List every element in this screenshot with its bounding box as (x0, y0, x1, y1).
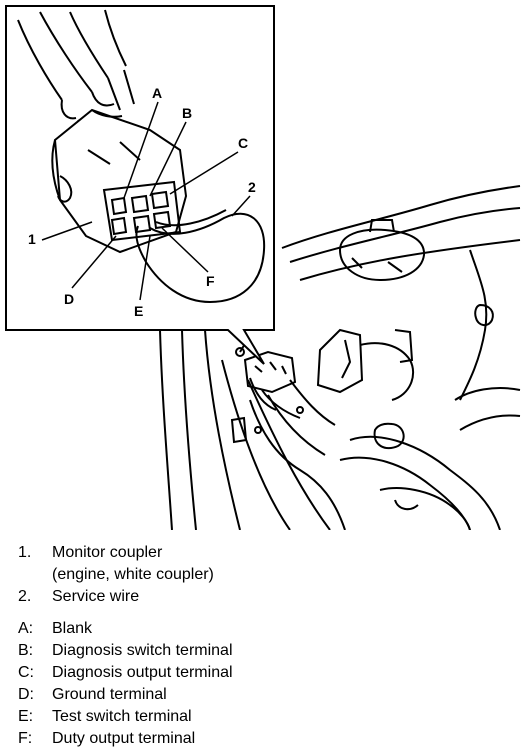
terminal-a: A: Blank (18, 618, 518, 640)
terminal-key: E: (18, 708, 34, 725)
engine-bay-background (159, 185, 521, 530)
legend-item-2: 2. Service wire (18, 586, 518, 608)
terminal-key: B: (18, 642, 34, 659)
callout-f: F (206, 273, 215, 289)
terminal-key: F: (18, 730, 33, 747)
connector-housing (51, 108, 188, 254)
callout-a: A (152, 85, 162, 101)
detail-inset: A B C 2 1 D E F (5, 5, 275, 365)
terminal-text: Ground terminal (52, 686, 167, 703)
terminal-key: C: (18, 664, 34, 681)
legend-text: Monitor coupler (52, 544, 163, 561)
legend: 1. Monitor coupler (engine, white couple… (18, 542, 518, 750)
callout-1: 1 (28, 231, 36, 247)
callout-b: B (182, 105, 192, 121)
callout-d: D (64, 291, 74, 307)
terminal-text: Duty output terminal (52, 730, 196, 747)
legend-text: Service wire (52, 588, 140, 605)
callout-e: E (134, 303, 143, 319)
legend-key: 2. (18, 588, 32, 605)
terminal-e: E: Test switch terminal (18, 706, 518, 728)
legend-item-1: 1. Monitor coupler (18, 542, 518, 564)
terminal-key: A: (18, 620, 34, 637)
terminal-key: D: (18, 686, 34, 703)
engine-bay-illustration: A B C 2 1 D E F (5, 5, 521, 530)
terminal-text: Blank (52, 620, 93, 637)
terminal-text: Test switch terminal (52, 708, 192, 725)
leader-lines (41, 101, 251, 301)
legend-subtext: (engine, white coupler) (52, 566, 214, 583)
terminal-f: F: Duty output terminal (18, 728, 518, 750)
callout-2: 2 (248, 179, 256, 195)
terminal-text: Diagnosis output terminal (52, 664, 233, 681)
terminal-b: B: Diagnosis switch terminal (18, 640, 518, 662)
terminal-d: D: Ground terminal (18, 684, 518, 706)
callout-c: C (238, 135, 248, 151)
monitor-coupler-in-bay (239, 341, 301, 419)
terminal-c: C: Diagnosis output terminal (18, 662, 518, 684)
legend-key: 1. (18, 544, 32, 561)
terminal-text: Diagnosis switch terminal (52, 642, 233, 659)
legend-item-1-sub: (engine, white coupler) (18, 564, 518, 586)
